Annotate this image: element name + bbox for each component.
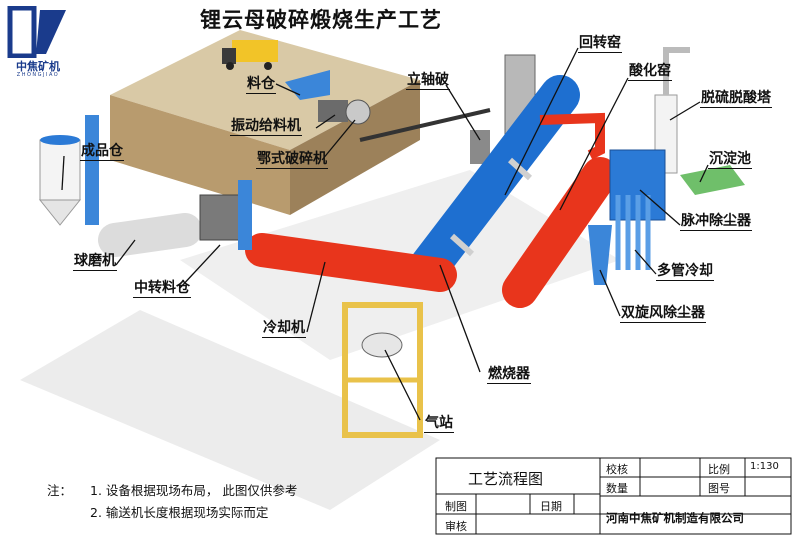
label-oxidation-kiln: 酸化窑: [628, 63, 672, 81]
kiln-tire: [507, 157, 533, 181]
label-rotary-kiln: 回转窑: [578, 35, 622, 53]
review-label: 审核: [445, 520, 467, 533]
oxidation-kiln-shape: [502, 157, 618, 308]
company-name: 河南中焦矿机制造有限公司: [606, 511, 744, 525]
stone-pit-side: [290, 80, 420, 215]
sedimentation-pool-shape: [680, 165, 745, 195]
note-line-2: 2. 输送机长度根据现场实际而定: [90, 505, 269, 520]
drawn-label: 制图: [445, 500, 467, 513]
page-title: 锂云母破碎煅烧生产工艺: [200, 8, 442, 32]
red-duct: [539, 112, 605, 160]
label-ball-mill: 球磨机: [73, 253, 117, 271]
scale-label: 比例: [708, 463, 730, 476]
truck-body: [232, 40, 278, 62]
label-vibrating-feeder: 振动给料机: [230, 118, 302, 136]
gas-station-frame: [342, 302, 423, 438]
leader-lines: [61, 47, 709, 421]
logo-text: 中焦矿机: [16, 60, 60, 73]
check-label: 校核: [606, 463, 628, 476]
label-cooler: 冷却机: [262, 320, 306, 338]
title-block-grid: [435, 457, 792, 535]
feeder-shape: [318, 100, 348, 122]
cyclone-shape: [588, 225, 612, 285]
kiln-tire: [449, 233, 475, 257]
logo-subtext: ZHONGJIAO: [16, 72, 60, 78]
label-sedimentation-tank: 沉淀池: [708, 151, 752, 169]
ground-slab: [20, 310, 440, 510]
label-jaw-crusher: 鄂式破碎机: [256, 151, 328, 169]
silo-elevator: [85, 115, 99, 225]
hopper-shape: [285, 70, 330, 100]
label-transfer-bin: 中转料仓: [133, 280, 191, 298]
label-burner: 燃烧器: [487, 366, 531, 384]
silo-cone: [38, 199, 82, 226]
label-gas-station: 气站: [424, 415, 454, 433]
label-pulse-dust-collector: 脉冲除尘器: [680, 213, 752, 231]
conveyor-belt: [359, 108, 491, 142]
label-multi-tube-cooler: 多管冷却: [656, 263, 714, 281]
transfer-bin-shape: [199, 194, 243, 241]
label-double-cyclone: 双旋风除尘器: [620, 305, 706, 323]
scale-value: 1:130: [750, 461, 779, 472]
date-label: 日期: [540, 500, 562, 513]
note-line-1: 1. 设备根据现场布局， 此图仅供参考: [90, 483, 298, 498]
truck-cab: [222, 48, 236, 64]
cooler-shape: [245, 233, 457, 292]
truck-wheel: [264, 62, 272, 70]
company-logo: [6, 6, 70, 58]
notes-prefix: 注：: [47, 483, 73, 498]
label-product-silo: 成品仓: [80, 143, 124, 161]
multi-tube-cooler-shape: [615, 195, 651, 270]
vsi-crusher-shape: [470, 130, 490, 164]
logo-icon: [7, 6, 66, 58]
truck-wheel: [226, 62, 234, 70]
transfer-elevator: [238, 180, 252, 250]
product-silo-shape: [39, 139, 81, 201]
gas-tank: [361, 332, 403, 358]
label-hopper: 料仓: [246, 76, 276, 94]
drawing-name: 工艺流程图: [468, 470, 544, 488]
quantity-label: 数量: [606, 482, 628, 495]
label-desulfurization-tower: 脱硫脱酸塔: [700, 90, 772, 108]
jaw-crusher-wheel: [345, 99, 371, 125]
ball-mill-shape: [98, 213, 202, 257]
label-vertical-shaft-crusher: 立轴破: [406, 72, 450, 90]
drawing-no-label: 图号: [708, 482, 730, 495]
silo-cap: [40, 135, 80, 145]
